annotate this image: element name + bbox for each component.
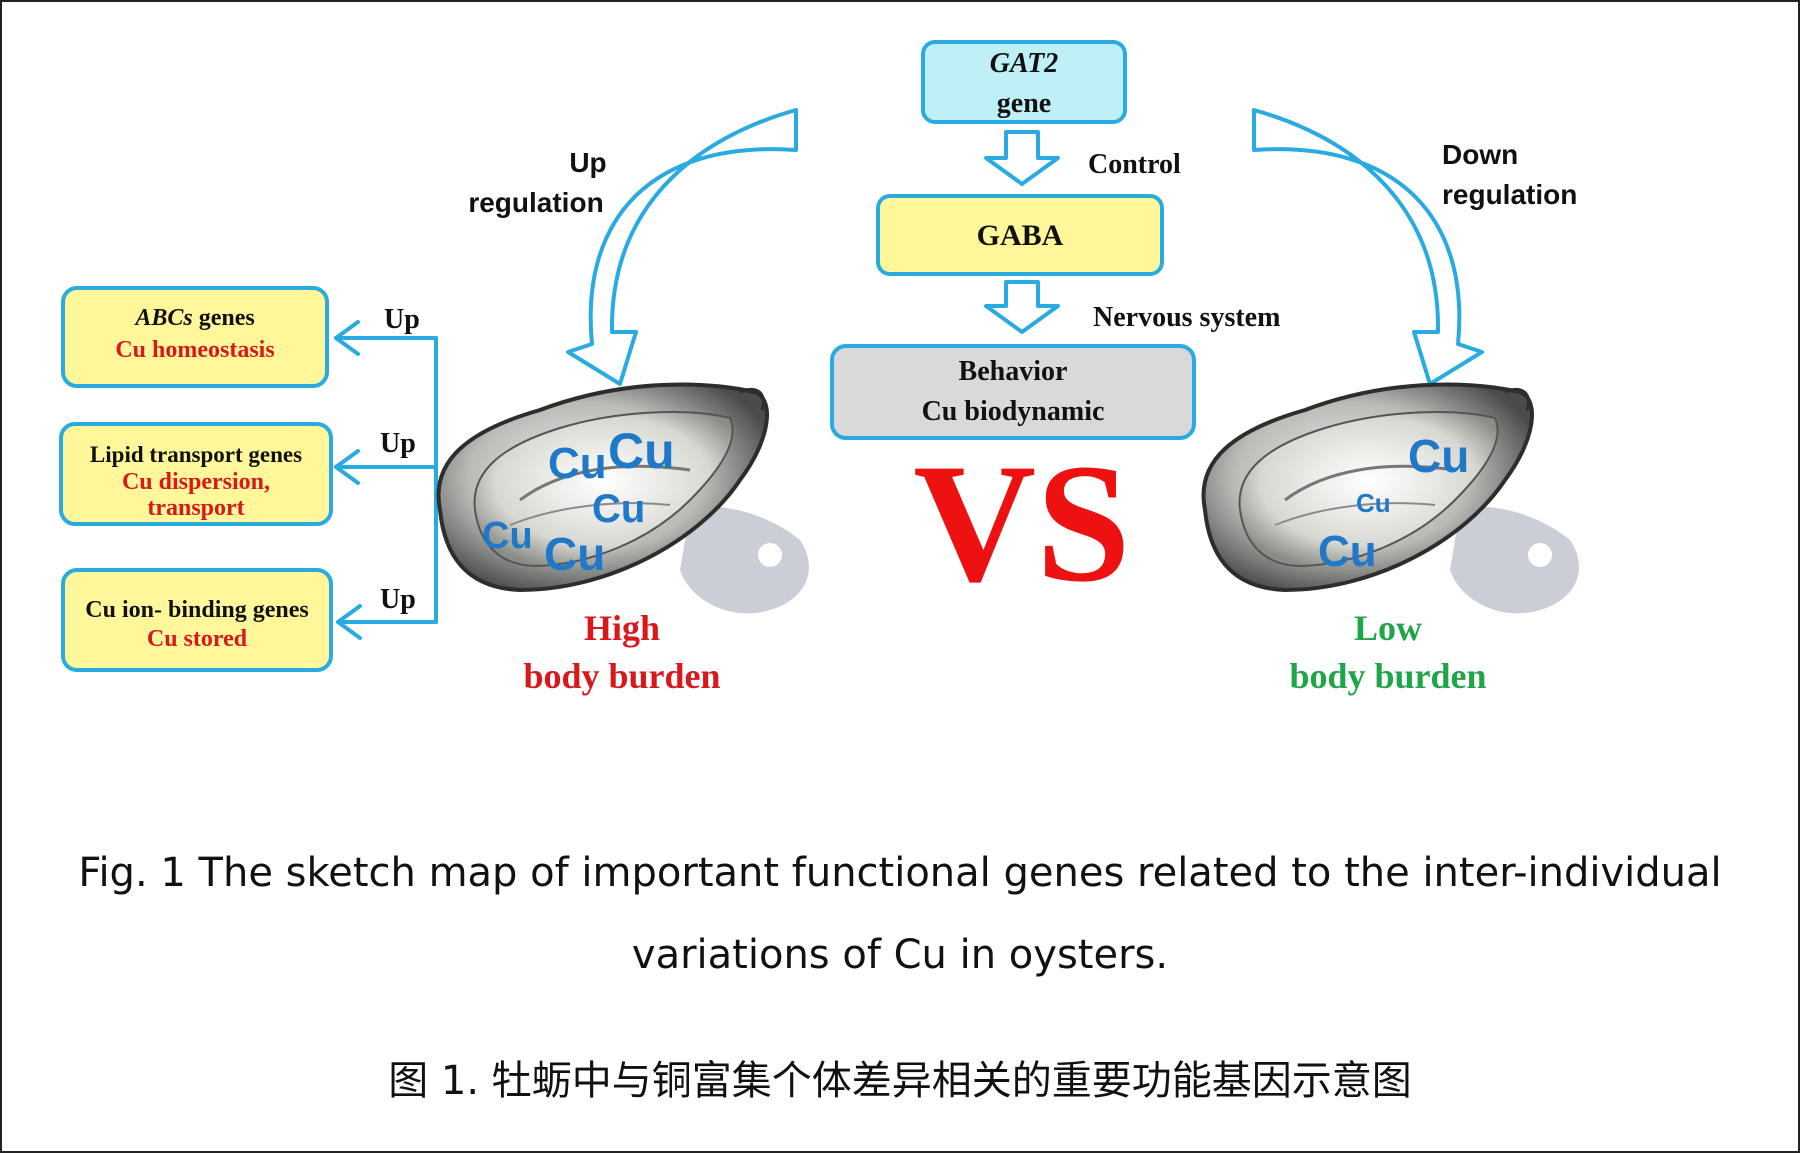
cu-ion-label: Cu <box>1356 488 1391 518</box>
behavior-box: Behavior Cu biodynamic <box>830 344 1196 440</box>
up-bracket-arrows <box>334 320 438 640</box>
oyster-high-burden-illustration <box>436 382 809 614</box>
gene-box-subtitle: Cu dispersion, <box>122 469 270 495</box>
up-label-3: Up <box>380 584 416 615</box>
gat2-label: GAT2 <box>990 48 1058 79</box>
down-regulation-line1: Down <box>1442 139 1518 170</box>
cu-ion-label: Cu <box>544 528 605 580</box>
gene-box-title: Cu ion- binding genes <box>85 597 308 623</box>
gene-box-subtitle: Cu homeostasis <box>115 337 274 363</box>
cu-ion-label: Cu <box>1408 430 1469 482</box>
gene-box-cu-ion-binding: Cu ion- binding genes Cu stored <box>61 568 333 672</box>
gene-box-lipid-transport: Lipid transport genes Cu dispersion, tra… <box>59 422 333 526</box>
cu-ion-label: Cu <box>608 423 675 479</box>
cu-ion-label: Cu <box>548 439 607 488</box>
gaba-box: GABA <box>876 194 1164 276</box>
behavior-label: Behavior <box>959 356 1068 387</box>
gene-label: gene <box>997 88 1051 119</box>
cu-ions-low: Cu Cu Cu <box>1318 430 1469 576</box>
up-label-1: Up <box>384 304 420 335</box>
up-label-2: Up <box>380 428 416 459</box>
caption-chinese: 图 1. 牡蛎中与铜富集个体差异相关的重要功能基因示意图 <box>388 1058 1412 1104</box>
cu-biodynamic-label: Cu biodynamic <box>922 396 1105 427</box>
cu-ion-label: Cu <box>482 515 533 557</box>
gaba-label: GABA <box>977 219 1064 252</box>
cu-ion-label: Cu <box>1318 527 1377 576</box>
gene-box-title: ABCs genes <box>133 305 254 331</box>
high-burden-label-1: High <box>584 608 660 648</box>
caption-english-line2: variations of Cu in oysters. <box>631 932 1169 978</box>
gene-box-title: Lipid transport genes <box>90 442 302 467</box>
up-regulation-line1: Up <box>569 147 606 178</box>
nervous-system-arrow <box>984 280 1060 334</box>
high-burden-label-2: body burden <box>523 656 720 696</box>
low-burden-label-1: Low <box>1354 608 1422 648</box>
gene-box-subtitle: Cu stored <box>147 626 248 652</box>
control-label: Control <box>1088 149 1181 180</box>
nervous-system-label: Nervous system <box>1093 302 1280 333</box>
low-burden-label-2: body burden <box>1289 656 1486 696</box>
cu-ion-label: Cu <box>592 487 645 531</box>
oyster-low-burden-illustration <box>1201 382 1579 614</box>
gene-box-subtitle-2: transport <box>147 495 244 521</box>
up-regulation-line2: regulation <box>468 187 603 218</box>
caption-english-line1: Fig. 1 The sketch map of important funct… <box>78 850 1722 896</box>
gene-box-abcs: ABCs genes Cu homeostasis <box>61 286 329 388</box>
vs-label: VS <box>913 429 1130 617</box>
down-regulation-line2: regulation <box>1442 179 1577 210</box>
down-regulation-curved-arrow <box>1252 108 1484 386</box>
cu-ions-high: Cu Cu Cu Cu Cu <box>482 423 675 580</box>
control-arrow <box>984 130 1060 186</box>
up-regulation-curved-arrow <box>566 108 798 386</box>
gat2-gene-box: GAT2 gene <box>921 40 1127 124</box>
